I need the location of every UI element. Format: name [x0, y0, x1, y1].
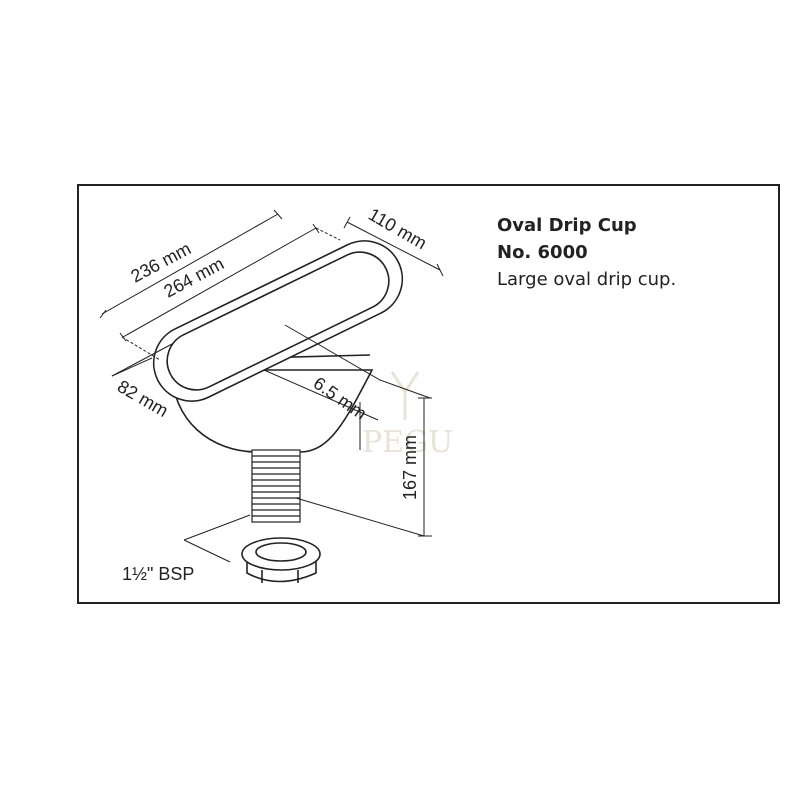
watermark: PEGU [362, 371, 453, 460]
product-name: Oval Drip Cup [497, 215, 637, 236]
dim-167-label: 167 mm [400, 435, 420, 500]
dimension-lines [99, 209, 444, 563]
dim-bsp-label: 1½" BSP [122, 564, 194, 584]
threaded-outlet [251, 449, 301, 523]
product-info: Oval Drip Cup No. 6000 Large oval drip c… [497, 212, 676, 293]
product-description: Large oval drip cup. [497, 269, 677, 290]
product-number: No. 6000 [497, 242, 588, 263]
cup-rim [152, 240, 404, 402]
nut [241, 537, 321, 583]
watermark-text: PEGU [362, 425, 453, 460]
